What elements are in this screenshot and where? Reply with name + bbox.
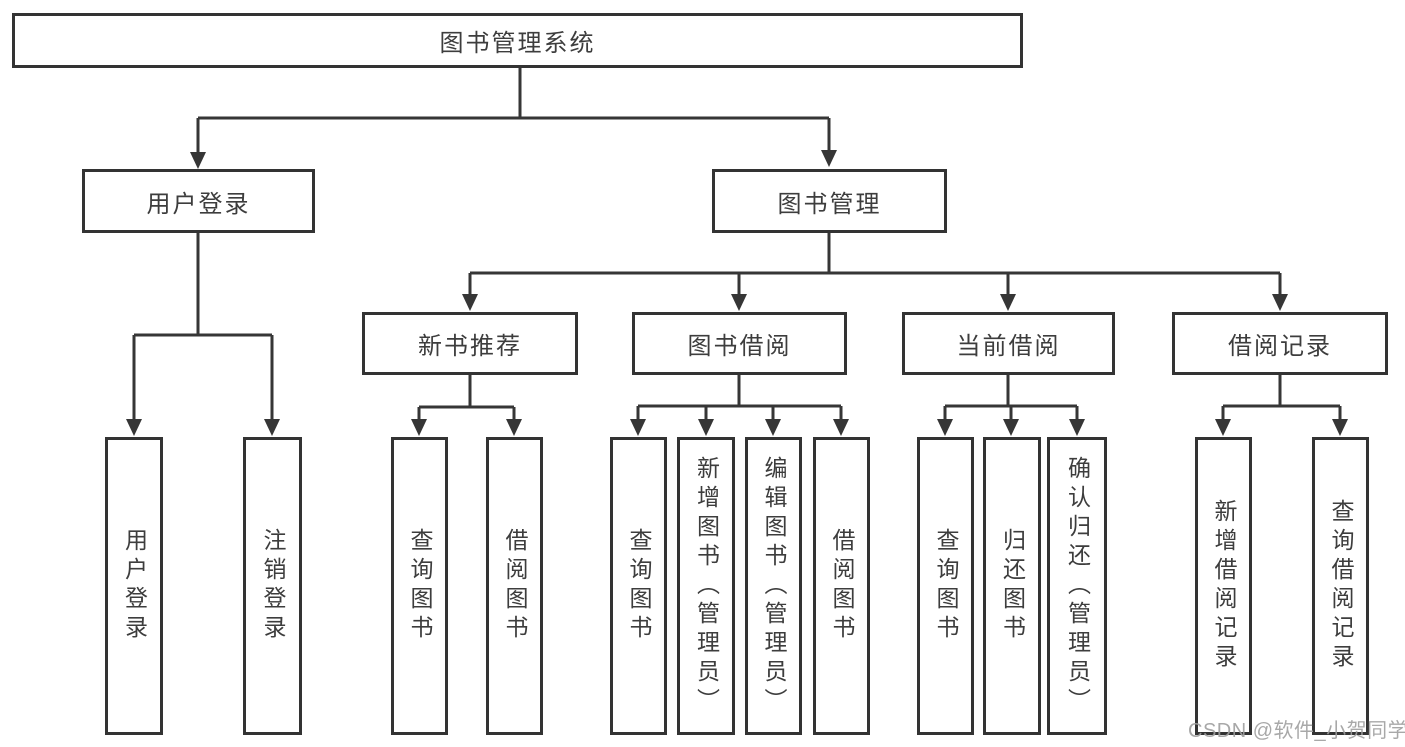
arrowheads-book-borrowing-children xyxy=(630,419,849,436)
connector-user-login-children xyxy=(132,232,274,421)
node-book-management-label: 图书管理 xyxy=(777,190,882,218)
connector-new-book-recommend-children xyxy=(417,374,516,421)
node-return-books: 归还图书 xyxy=(983,437,1041,735)
node-confirm-return-admin-label: 确认归还（管理员） xyxy=(1064,455,1091,717)
connector-book-management-children xyxy=(468,232,1282,296)
node-search-books-recommend: 查询图书 xyxy=(391,437,448,735)
node-library-management-system: 图书管理系统 xyxy=(12,13,1023,68)
node-logout-action: 注销登录 xyxy=(243,437,302,735)
arrowheads-current-borrowing-children xyxy=(937,419,1085,436)
node-add-books-admin-label: 新增图书（管理员） xyxy=(693,455,720,717)
node-add-borrow-record: 新增借阅记录 xyxy=(1195,437,1252,735)
arrowheads-level2 xyxy=(190,150,837,169)
node-user-login-action: 用户登录 xyxy=(105,437,163,735)
node-logout-action-label: 注销登录 xyxy=(260,528,286,644)
node-search-books-recommend-label: 查询图书 xyxy=(407,528,433,644)
node-borrow-books-recommend: 借阅图书 xyxy=(486,437,543,735)
node-library-management-system-label: 图书管理系统 xyxy=(439,30,596,57)
arrowheads-borrowing-records-children xyxy=(1215,419,1348,436)
node-book-borrowing-label: 图书借阅 xyxy=(687,333,792,360)
node-edit-books-admin-label: 编辑图书（管理员） xyxy=(761,455,787,717)
node-add-borrow-record-label: 新增借阅记录 xyxy=(1211,499,1237,673)
connector-borrowing-records-children xyxy=(1221,374,1342,421)
node-current-borrowing-label: 当前借阅 xyxy=(956,333,1061,360)
node-search-books-borrowing-label: 查询图书 xyxy=(626,528,652,644)
node-search-books-current-label: 查询图书 xyxy=(933,528,959,644)
node-search-books-borrowing: 查询图书 xyxy=(610,437,667,735)
node-return-books-label: 归还图书 xyxy=(999,528,1026,644)
connector-current-borrowing-children xyxy=(943,374,1079,421)
node-search-books-current: 查询图书 xyxy=(917,437,974,735)
node-book-borrowing: 图书借阅 xyxy=(632,312,847,375)
node-new-book-recommend-label: 新书推荐 xyxy=(418,333,522,360)
watermark: CSDN @软件_小贺同学 xyxy=(1188,720,1405,742)
node-confirm-return-admin: 确认归还（管理员） xyxy=(1047,437,1107,735)
node-borrow-books-recommend-label: 借阅图书 xyxy=(502,528,528,644)
node-borrow-books-borrowing-label: 借阅图书 xyxy=(829,528,855,644)
arrowheads-new-book-recommend-children xyxy=(411,419,522,436)
connector-book-borrowing-children xyxy=(636,374,843,421)
node-edit-books-admin: 编辑图书（管理员） xyxy=(745,437,802,735)
node-borrow-books-borrowing: 借阅图书 xyxy=(813,437,870,735)
node-new-book-recommend: 新书推荐 xyxy=(362,312,578,375)
node-user-login-label: 用户登录 xyxy=(146,190,251,218)
arrowheads-user-login-children xyxy=(126,419,280,436)
node-book-management: 图书管理 xyxy=(712,169,947,233)
node-borrowing-records-label: 借阅记录 xyxy=(1228,333,1332,360)
node-user-login: 用户登录 xyxy=(82,169,315,233)
node-search-borrow-record-label: 查询借阅记录 xyxy=(1328,499,1354,673)
node-search-borrow-record: 查询借阅记录 xyxy=(1312,437,1369,735)
connector-root-to-level2 xyxy=(196,66,831,154)
node-user-login-action-label: 用户登录 xyxy=(121,528,148,644)
arrowheads-level3 xyxy=(462,294,1288,311)
node-add-books-admin: 新增图书（管理员） xyxy=(677,437,735,735)
node-current-borrowing: 当前借阅 xyxy=(902,312,1115,375)
node-borrowing-records: 借阅记录 xyxy=(1172,312,1388,375)
